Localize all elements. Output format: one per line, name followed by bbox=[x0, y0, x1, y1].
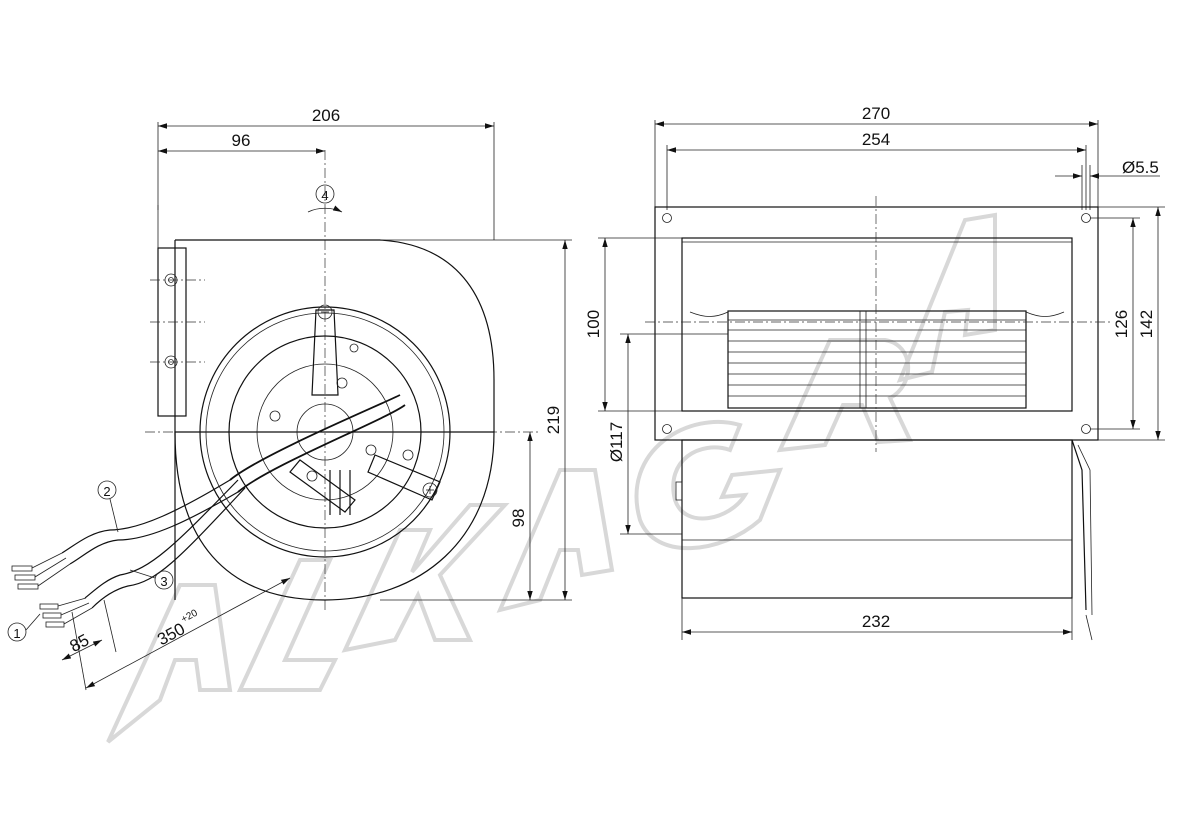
dim-98: 98 bbox=[509, 509, 528, 528]
callout-3: 3 bbox=[129, 569, 174, 590]
dim-wheel-diameter: Ø117 bbox=[607, 422, 626, 462]
dim-hole-diameter: Ø5.5 bbox=[1122, 158, 1159, 177]
dim-126: 126 bbox=[1112, 310, 1131, 338]
callout-2-label: 2 bbox=[103, 484, 110, 499]
dim-232: 232 bbox=[862, 612, 890, 631]
callout-4-label: 4 bbox=[321, 188, 328, 203]
dim-100: 100 bbox=[584, 310, 603, 338]
wire-terminals bbox=[11, 552, 93, 628]
callout-4: 4 bbox=[315, 184, 335, 204]
left-view bbox=[11, 122, 572, 691]
dim-142: 142 bbox=[1137, 310, 1156, 338]
callout-2: 2 bbox=[97, 480, 119, 533]
fan-blades bbox=[728, 311, 1026, 408]
dim-96: 96 bbox=[232, 131, 251, 150]
callout-3-label: 3 bbox=[160, 574, 167, 589]
dim-85: 85 bbox=[67, 630, 93, 656]
dim-206: 206 bbox=[312, 106, 340, 125]
dim-254: 254 bbox=[862, 130, 890, 149]
callout-1: 1 bbox=[7, 613, 41, 642]
dim-350-tolerance: +20 bbox=[179, 607, 200, 625]
dim-219: 219 bbox=[544, 406, 563, 434]
right-view bbox=[598, 120, 1165, 641]
callout-1-label: 1 bbox=[13, 626, 20, 641]
dim-270: 270 bbox=[862, 104, 890, 123]
